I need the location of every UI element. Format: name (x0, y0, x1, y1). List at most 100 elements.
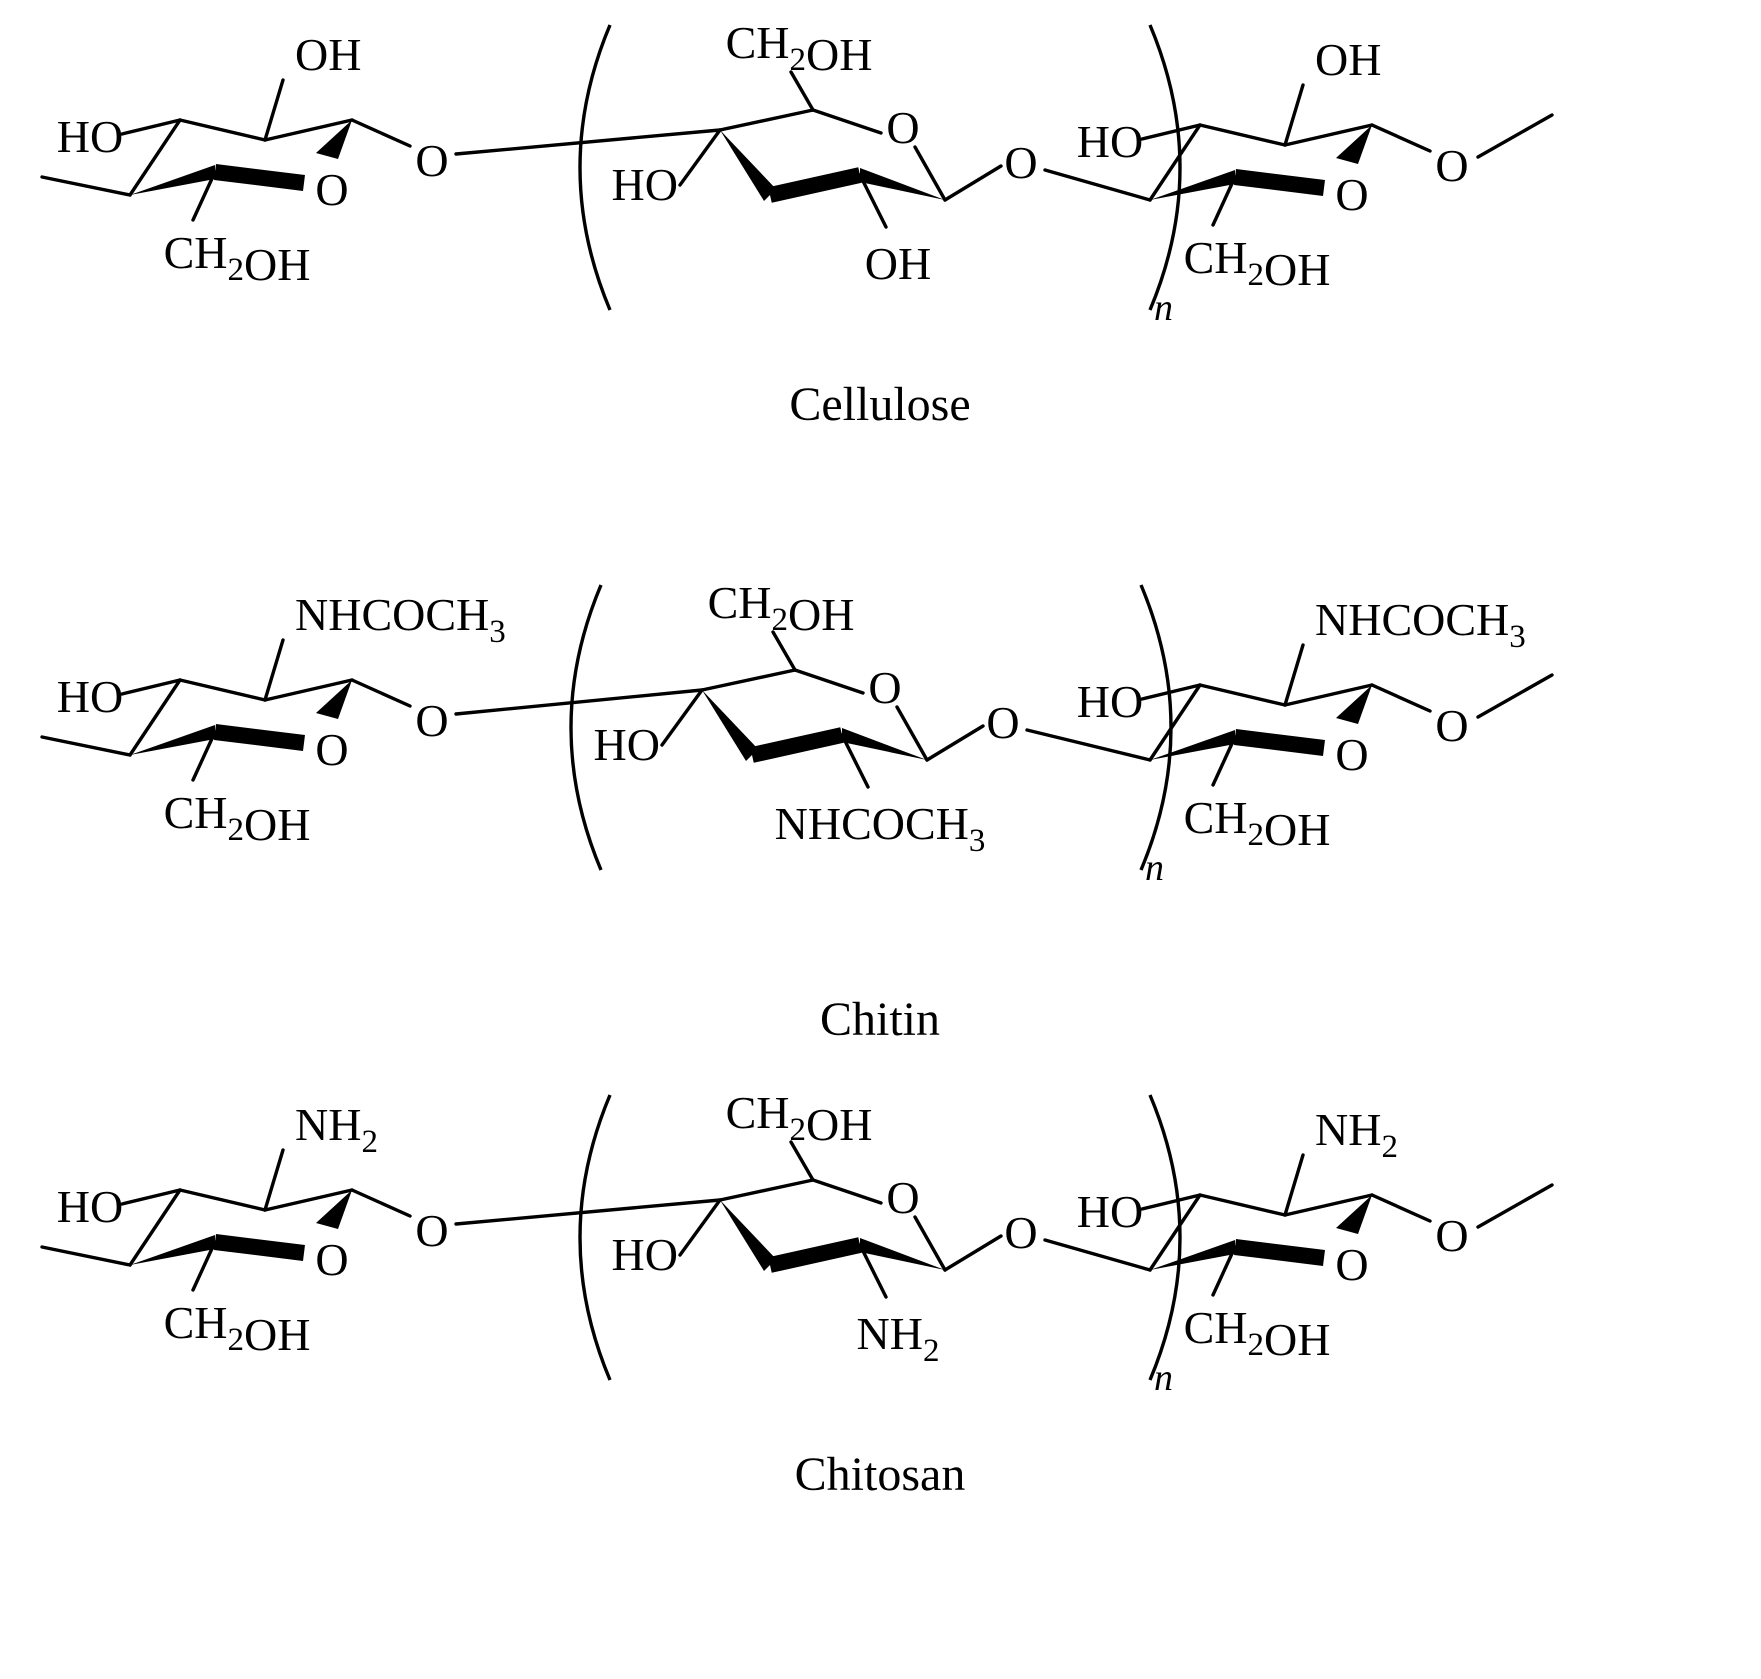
repeat-subscript-n: n (1154, 287, 1173, 329)
repeat-unit-ring-oxygen: O (868, 662, 901, 713)
right-unit-bond-c3-left (1140, 683, 1202, 701)
repeat-unit-top-label: CH2OH (726, 1087, 873, 1150)
right-unit-bond-c5-bottom (1211, 1245, 1237, 1297)
left-unit-bottom-label: CH2OH (164, 1297, 311, 1360)
repeat-unit-bond-c5-o5 (811, 108, 883, 135)
right-unit-wedge-c1-o5 (1336, 685, 1372, 724)
left-unit-bold-c5-o5 (214, 724, 305, 751)
repeat-unit-bond-c2-bottom (858, 1243, 888, 1299)
left-unit-bond-c3-c2 (178, 1188, 267, 1212)
left-unit-wedge-c1-o5 (316, 680, 352, 719)
right-unit-bond-c1-link (1370, 123, 1432, 153)
link-repeat-to-right (1043, 168, 1152, 202)
right-unit-bold-c5-o5 (1234, 169, 1325, 196)
structure-caption: Chitosan (795, 1448, 966, 1501)
right-unit-left-label: HO (1077, 1186, 1143, 1237)
left-unit-bold-c5-o5 (214, 164, 305, 191)
left-unit-bond-c4-stub (40, 175, 132, 197)
repeat-unit-wedge-c2-c1 (860, 1238, 945, 1270)
terminal-bond (1476, 673, 1554, 719)
repeat-unit-bond-c5-o5 (793, 668, 865, 695)
repeat-unit-bond-c4-left (678, 128, 722, 187)
right-unit-bond-c5-bottom (1211, 735, 1237, 787)
right-unit-linkage-oxygen: O (1435, 700, 1468, 751)
repeat-unit-bold-c3-c2 (768, 1237, 862, 1273)
right-unit-wedge-c1-o5 (1336, 125, 1372, 164)
left-unit-bond-c4-stub (40, 1245, 132, 1267)
link-left-to-repeat (454, 1198, 722, 1226)
left-unit-bond-c3-c2 (178, 678, 267, 702)
left-unit-bond-c1-link (350, 678, 412, 708)
left-unit-bond-c4-c3 (128, 118, 182, 197)
right-unit-linkage-oxygen: O (1435, 140, 1468, 191)
left-unit-bond-c3-left (120, 1188, 182, 1206)
right-unit-linkage-oxygen: O (1435, 1210, 1468, 1261)
left-unit-top-label: NHCOCH3 (295, 589, 506, 650)
repeat-unit-bond-c4-left (678, 1198, 722, 1257)
right-unit-bold-c5-o5 (1234, 729, 1325, 756)
left-unit-left-label: HO (57, 1181, 123, 1232)
left-unit-bond-c3-left (120, 118, 182, 136)
right-unit-bond-c4-c3 (1148, 1193, 1202, 1272)
repeat-unit-bond-c4-c5 (718, 1178, 815, 1202)
repeat-unit-bond-c1-link (925, 724, 985, 762)
terminal-bond (1476, 1183, 1554, 1229)
repeat-unit-bond-c4-c5 (718, 108, 815, 132)
link-repeat-to-right (1025, 728, 1152, 762)
repeat-unit-ring-oxygen: O (886, 1172, 919, 1223)
repeat-unit-bond-c1-link (943, 164, 1003, 202)
right-unit-left-label: HO (1077, 116, 1143, 167)
left-unit-bond-c1-link (350, 118, 412, 148)
left-unit-wedge-c4-c5 (130, 725, 215, 755)
left-unit-ring-oxygen: O (315, 724, 348, 775)
repeat-unit-bond-c4-c5 (700, 668, 797, 692)
left-unit-bond-c5-bottom (191, 170, 217, 222)
right-unit-bond-c2-c1 (1283, 123, 1374, 147)
left-unit-bond-c2-top (263, 638, 285, 702)
repeat-unit-bond-o5-c1 (895, 705, 929, 762)
right-unit-wedge-c4-c5 (1150, 730, 1235, 760)
repeat-unit-bold-c3-c2 (750, 727, 844, 763)
right-unit-left-label: HO (1077, 676, 1143, 727)
repeat-unit-bond-c5-top (789, 1140, 815, 1182)
right-unit-bold-c5-o5 (1234, 1239, 1325, 1266)
left-unit-linkage-oxygen: O (415, 135, 448, 186)
left-unit-wedge-c1-o5 (316, 120, 352, 159)
repeat-bracket-left (578, 1094, 612, 1381)
right-unit-bond-c3-left (1140, 1193, 1202, 1211)
repeat-unit-ring-oxygen: O (886, 102, 919, 153)
left-unit-wedge-c4-c5 (130, 1235, 215, 1265)
repeat-unit-bond-o5-c1 (913, 145, 947, 202)
right-unit-bond-c3-left (1140, 123, 1202, 141)
left-unit-bold-c5-o5 (214, 1234, 305, 1261)
left-unit-ring-oxygen: O (315, 164, 348, 215)
right-unit-bond-c2-c1 (1283, 683, 1374, 707)
right-unit-wedge-c1-o5 (1336, 1195, 1372, 1234)
left-unit-bond-c2-c1 (263, 1188, 354, 1212)
structure-caption: Chitin (820, 993, 940, 1046)
left-unit-bond-c2-top (263, 1148, 285, 1212)
link-left-to-repeat (454, 688, 704, 716)
terminal-bond (1476, 113, 1554, 159)
repeat-unit-wedge-c2-c1 (842, 728, 927, 760)
repeat-unit-linkage-oxygen: O (986, 697, 1019, 748)
right-unit-bond-c1-link (1370, 683, 1432, 713)
right-unit-top-label: OH (1315, 34, 1381, 85)
left-unit-linkage-oxygen: O (415, 1205, 448, 1256)
link-left-to-repeat (454, 128, 722, 156)
left-unit-bond-c1-link (350, 1188, 412, 1218)
left-unit-bond-c4-c3 (128, 1188, 182, 1267)
left-unit-bottom-label: CH2OH (164, 227, 311, 290)
repeat-unit-wedge-c4-c3 (702, 690, 758, 761)
left-unit-linkage-oxygen: O (415, 695, 448, 746)
link-repeat-to-right (1043, 1238, 1152, 1272)
repeat-unit-linkage-oxygen: O (1004, 137, 1037, 188)
repeat-unit-wedge-c2-c1 (860, 168, 945, 200)
repeat-unit-top-label: CH2OH (708, 577, 855, 640)
repeat-unit-left-label: HO (612, 1229, 678, 1280)
right-unit-bond-c5-bottom (1211, 175, 1237, 227)
